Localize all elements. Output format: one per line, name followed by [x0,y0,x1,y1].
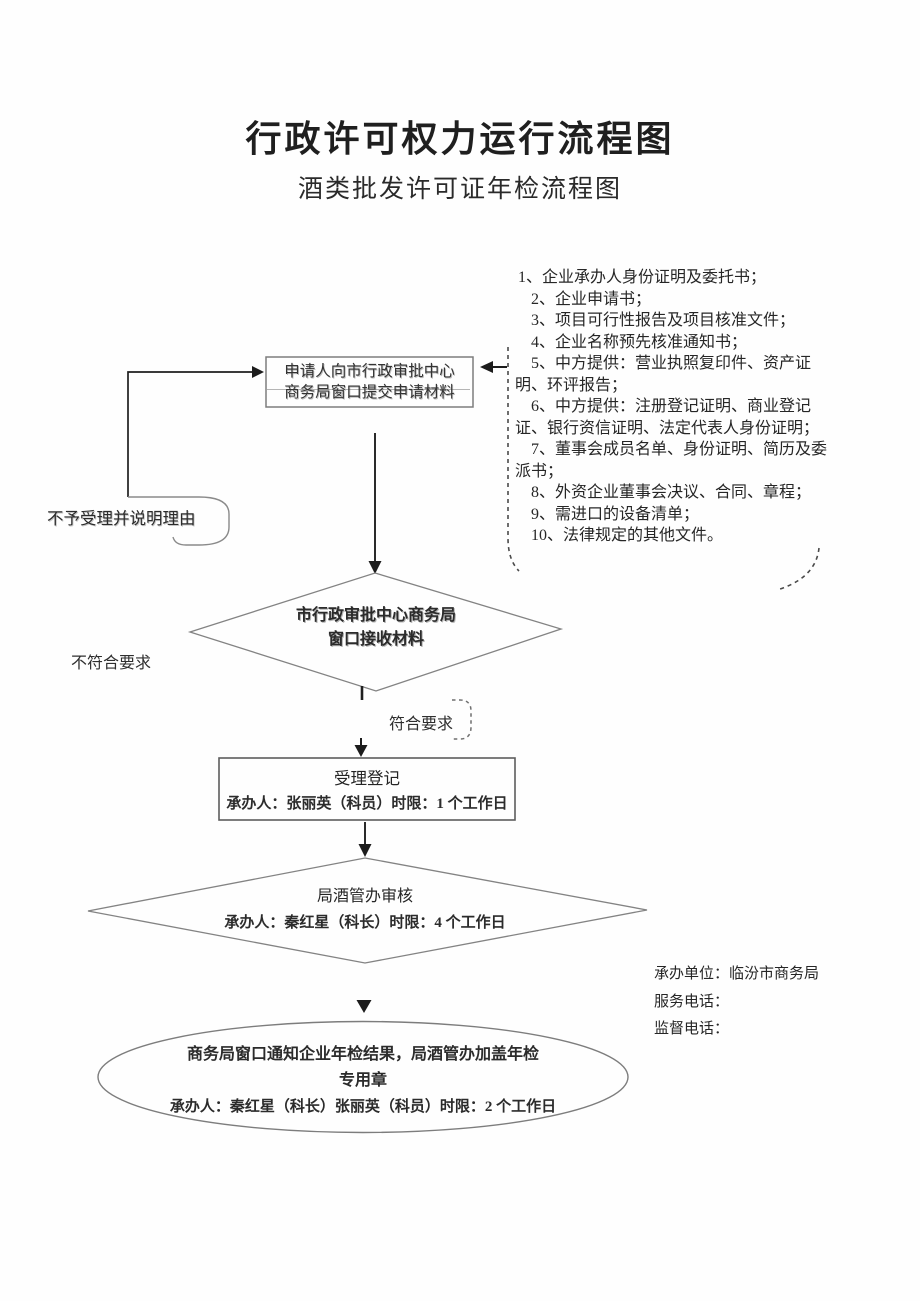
reject-feedback-arrow-head [252,366,264,378]
page-subtitle: 酒类批发许可证年检流程图 [297,176,622,203]
result-ellipse-text: 商务局窗口通知企业年检结果，局酒管办加盖年检 专用章 承办人：秦红星（科长）张丽… [128,1042,598,1120]
materials-item: 10、法律规定的其他文件。 [531,527,724,544]
materials-item: 8、外资企业董事会决议、合同、章程； [531,484,812,501]
materials-list: 1、企业承办人身份证明及委托书； 2、企业申请书； 3、项目可行性报告及项目核准… [506,267,830,547]
materials-item: 5、中方提供：营业执照复印件、资产证明、环评报告； [515,355,812,394]
decision1-line1: 市行政审批中心商务局 [295,607,456,624]
arrow-to-register-head [354,745,368,757]
qualified-label: 符合要求 [389,716,454,733]
arrow-register-to-decision2-head [358,844,372,857]
decision1-line2: 窗口接收材料 [327,631,424,648]
result-line1: 商务局窗口通知企业年检结果，局酒管办加盖年检 [186,1046,539,1063]
contact-service-phone: 服务电话： [654,993,730,1010]
materials-item: 7、董事会成员名单、身份证明、简历及委派书； [515,441,828,480]
result-line2: 专用章 [338,1072,387,1089]
materials-callout-right-dashed-corner [779,547,820,590]
reject-label: 不予受理并说明理由 [47,509,196,528]
decision2-detail: 承办人：秦红星（科长）时限：4 个工作日 [224,915,506,931]
materials-item: 9、需进口的设备清单； [531,505,700,523]
contact-unit: 承办单位：临汾市商务局 [654,966,820,982]
decision2-title: 局酒管办审核 [316,888,413,905]
materials-item: 3、项目可行性报告及项目核准文件； [531,312,796,329]
materials-item: 1、企业承办人身份证明及委托书； [518,269,767,286]
decision1-text: 市行政审批中心商务局 窗口接收材料 [256,604,496,652]
materials-arrow-head [480,361,493,373]
register-box-text: 受理登记 承办人：张丽英（科员）时限：1 个工作日 [219,758,515,820]
arrow-submit-to-decision1-head [368,561,382,574]
materials-item: 6、中方提供：注册登记证明、商业登记证、银行资信证明、法定代表人身份证明； [515,398,820,437]
materials-item: 4、企业名称预先核准通知书； [531,333,748,351]
register-box-detail: 承办人：张丽英（科员）时限：1 个工作日 [226,796,508,812]
arrow-to-result-head [356,1000,372,1013]
submit-box-line2: 商务局窗口提交申请材料 [284,384,455,401]
materials-item: 2、企业申请书； [531,290,652,308]
not-qualified-label: 不符合要求 [71,655,152,672]
yes-label-dashed-bracket [452,699,472,740]
submit-box-text: 申请人向市行政审批中心 商务局窗口提交申请材料 [266,357,473,407]
submit-box-line1: 申请人向市行政审批中心 [284,363,455,380]
contact-supervise-phone: 监督电话： [654,1021,730,1037]
page-title: 行政许可权力运行流程图 [245,119,675,159]
register-box-title: 受理登记 [334,769,400,788]
result-detail: 承办人：秦红星（科长）张丽英（科员）时限：2 个工作日 [169,1099,557,1115]
contact-block: 承办单位：临汾市商务局 服务电话： 监督电话： [654,961,819,1044]
decision2-text: 局酒管办审核 承办人：秦红星（科长）时限：4 个工作日 [165,884,565,936]
reject-feedback-line [127,371,252,497]
